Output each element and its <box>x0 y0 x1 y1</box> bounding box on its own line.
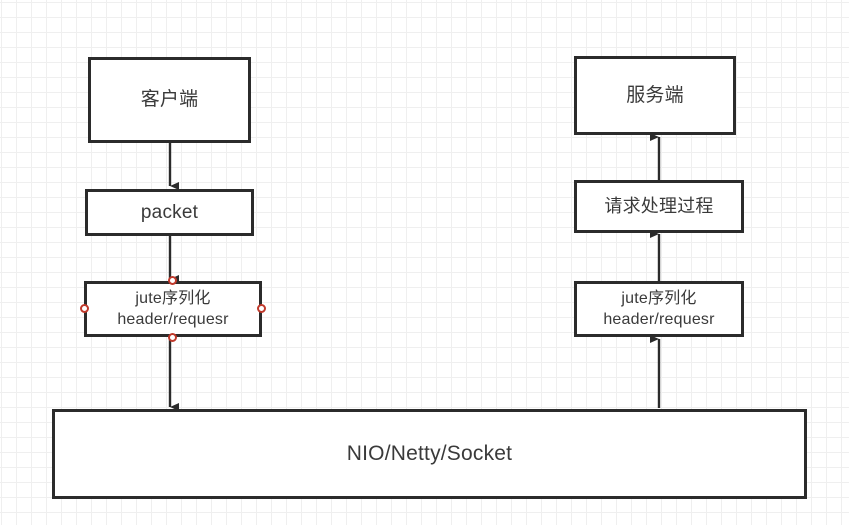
selection-handle-right-middle[interactable] <box>257 304 266 313</box>
node-packet-label: packet <box>140 201 199 223</box>
node-client-label: 客户端 <box>140 89 199 111</box>
node-request-processing[interactable]: 请求处理过程 <box>574 180 744 233</box>
selection-handle-top-center[interactable] <box>168 276 177 285</box>
node-jute-serialization-client-label: jute序列化 header/requesr <box>117 289 229 328</box>
selection-handle-left-middle[interactable] <box>80 304 89 313</box>
node-packet[interactable]: packet <box>85 189 254 236</box>
node-jute-serialization-server-label: jute序列化 header/requesr <box>603 289 715 328</box>
node-request-processing-label: 请求处理过程 <box>604 195 714 216</box>
node-jute-serialization-client[interactable]: jute序列化 header/requesr <box>84 281 262 337</box>
node-server-label: 服务端 <box>626 84 684 106</box>
node-transport-layer[interactable]: NIO/Netty/Socket <box>52 409 807 499</box>
selection-handle-bottom-center[interactable] <box>168 333 177 342</box>
node-transport-layer-label: NIO/Netty/Socket <box>346 442 513 466</box>
node-jute-serialization-server[interactable]: jute序列化 header/requesr <box>574 281 744 337</box>
node-client[interactable]: 客户端 <box>88 57 251 143</box>
node-server[interactable]: 服务端 <box>574 56 736 135</box>
